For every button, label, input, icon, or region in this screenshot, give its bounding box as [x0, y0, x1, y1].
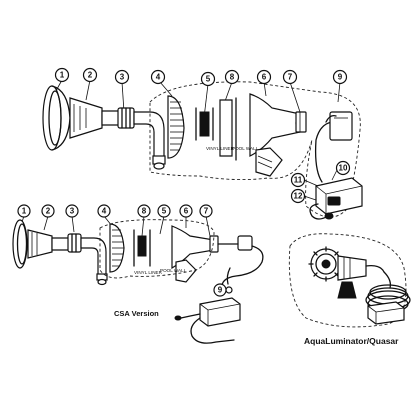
vinyl-liner-note: VINYL LINER [206, 146, 235, 151]
top-callout: 8 [224, 69, 240, 85]
clamp-ring-part [117, 107, 135, 129]
quasar-body-part [337, 255, 385, 299]
svg-text:5: 5 [162, 207, 167, 216]
csa-callouts: 1 2 3 4 8 5 6 7 9 [17, 204, 227, 297]
svg-text:11: 11 [294, 176, 303, 185]
csa-callout: 1 [17, 204, 31, 218]
svg-text:10: 10 [339, 164, 348, 173]
top-assembly: VINYL LINER POOL WALL [42, 79, 363, 220]
pool-wall-csa-note: POOL WALL [160, 268, 187, 273]
csa-callout: 5 [157, 204, 171, 218]
svg-text:6: 6 [184, 207, 189, 216]
aqualuminator-quasar-caption: AquaLuminator/Quasar [304, 336, 399, 346]
conduit-elbow-part [133, 111, 166, 170]
csa-housing-part [27, 229, 73, 259]
top-callout: 10 [335, 160, 351, 176]
quasar-junction-box [367, 301, 405, 325]
top-callout: 11 [290, 172, 306, 188]
csa-version-caption: CSA Version [114, 309, 159, 318]
top-callout: 1 [54, 67, 70, 83]
svg-text:8: 8 [142, 207, 147, 216]
pool-wall-note: POOL WALL [232, 146, 259, 151]
csa-elbow-part [80, 237, 108, 286]
csa-callout: 7 [199, 204, 213, 218]
csa-cable-part [217, 235, 264, 294]
csa-clamp-part [67, 233, 82, 253]
black-gasket-part [195, 107, 214, 141]
csa-transformer-part [174, 297, 241, 344]
svg-text:4: 4 [102, 207, 107, 216]
gasket-stack-part [167, 95, 185, 159]
svg-text:3: 3 [120, 73, 125, 82]
csa-callout: 9 [213, 283, 227, 297]
quasar-enclosure-outline [288, 233, 407, 328]
top-callout: 4 [150, 69, 166, 85]
csa-enclosure-outline [99, 219, 215, 279]
top-cable-part [314, 111, 353, 183]
top-leader-lines [51, 79, 341, 119]
svg-text:12: 12 [294, 192, 303, 201]
svg-text:5: 5 [206, 75, 211, 84]
quasar-lens-part [308, 246, 344, 282]
svg-text:1: 1 [22, 207, 27, 216]
top-callout: 7 [282, 69, 298, 85]
svg-text:3: 3 [70, 207, 75, 216]
top-callout: 3 [114, 69, 130, 85]
svg-text:7: 7 [204, 207, 209, 216]
face-ring-part [219, 97, 237, 161]
csa-gasket-stack-part [109, 223, 125, 273]
lens-rim-part [42, 85, 71, 151]
svg-text:9: 9 [338, 73, 343, 82]
transformer-box-part [309, 177, 363, 220]
top-callout: 6 [256, 69, 272, 85]
csa-callout: 2 [41, 204, 55, 218]
csa-callout: 6 [179, 204, 193, 218]
csa-callout: 8 [137, 204, 151, 218]
svg-text:7: 7 [288, 73, 293, 82]
top-callout: 9 [332, 69, 348, 85]
csa-assembly: VINYL LINER POOL WALL [12, 215, 264, 344]
svg-text:2: 2 [46, 207, 51, 216]
csa-callout: 4 [97, 204, 111, 218]
svg-text:4: 4 [156, 73, 161, 82]
csa-callout: 3 [65, 204, 79, 218]
svg-text:6: 6 [262, 73, 267, 82]
quasar-product-view [288, 233, 411, 328]
csa-gasket-part [133, 229, 151, 267]
top-callout: 2 [82, 67, 98, 83]
top-callout: 12 [290, 188, 306, 204]
svg-text:2: 2 [88, 71, 93, 80]
top-callouts: 1 2 3 4 5 8 6 7 9 10 11 12 [54, 67, 351, 204]
csa-lens-part [12, 219, 28, 269]
niche-part [249, 93, 305, 177]
top-callout: 5 [200, 71, 216, 87]
bushing-part [295, 111, 307, 133]
svg-text:9: 9 [218, 286, 223, 295]
svg-text:8: 8 [230, 73, 235, 82]
svg-text:1: 1 [60, 71, 65, 80]
vinyl-liner-csa-note: VINYL LINER [134, 270, 163, 275]
